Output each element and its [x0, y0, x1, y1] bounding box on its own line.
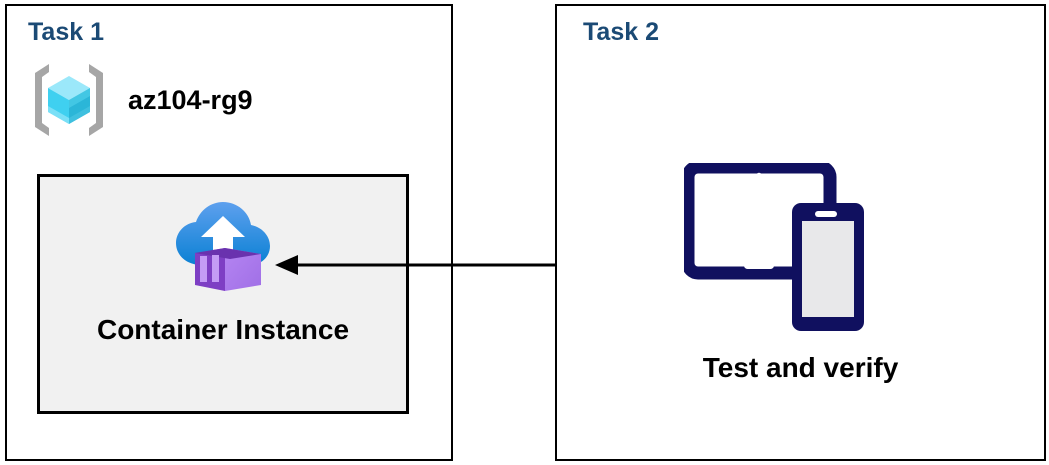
task-2-title: Task 2	[583, 18, 659, 46]
container-instance-label: Container Instance	[96, 314, 350, 345]
task-1-title: Task 1	[28, 18, 104, 46]
test-and-verify-label: Test and verify	[702, 352, 899, 383]
resource-group-row: az104-rg9	[32, 62, 253, 138]
resource-group-name: az104-rg9	[128, 84, 253, 115]
azure-resource-group-icon	[32, 62, 106, 138]
container-instance-box: Container Instance	[37, 174, 409, 414]
